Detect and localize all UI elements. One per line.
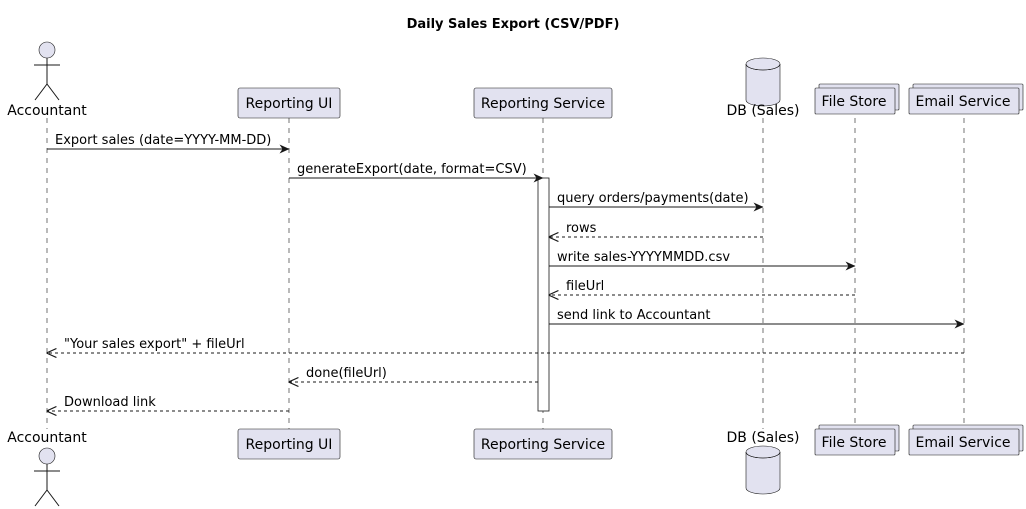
participant-db-sales-top: DB (Sales)	[726, 57, 800, 119]
message-label: rows	[566, 221, 597, 236]
message-label: "Your sales export" + fileUrl	[64, 337, 245, 352]
actor-icon	[34, 41, 60, 101]
participant-reporting-service-top: Reporting Service	[473, 87, 613, 119]
participant-db-sales-bottom: DB (Sales)	[726, 430, 800, 495]
participant-label: Reporting UI	[246, 96, 333, 112]
message-6: fileUrl	[549, 279, 855, 295]
participant-label: DB (Sales)	[726, 103, 799, 119]
participant-box	[237, 428, 341, 460]
participant-label: Email Service	[915, 435, 1010, 451]
activation-bars	[537, 177, 550, 412]
messages: Export sales (date=YYYY-MM-DD) generateEx…	[47, 133, 965, 411]
database-icon	[745, 445, 781, 495]
participant-box	[237, 87, 341, 119]
participant-box	[908, 428, 1020, 456]
message-8: "Your sales export" + fileUrl	[47, 337, 964, 353]
participant-accountant-top: Accountant	[7, 41, 87, 119]
participant-label: Reporting Service	[481, 437, 605, 453]
participant-box	[908, 87, 1020, 115]
participant-label: Reporting Service	[481, 96, 605, 112]
participant-reporting-ui-bottom: Reporting UI	[237, 428, 341, 460]
message-4: rows	[549, 221, 763, 237]
participant-label: Accountant	[7, 430, 87, 446]
participant-label: Email Service	[915, 94, 1010, 110]
diagram-title: Daily Sales Export (CSV/PDF)	[407, 17, 620, 32]
message-10: Download link	[47, 395, 289, 411]
message-label: generateExport(date, format=CSV)	[297, 162, 527, 177]
message-2: generateExport(date, format=CSV)	[289, 162, 544, 183]
participant-file-store-bottom: File Store	[814, 424, 900, 456]
participant-label: DB (Sales)	[726, 430, 799, 446]
participant-box	[473, 87, 613, 119]
participant-box	[814, 87, 896, 115]
message-label: query orders/payments(date)	[557, 191, 749, 206]
participant-box	[814, 428, 896, 456]
message-label: write sales-YYYYMMDD.csv	[557, 250, 730, 265]
participant-file-store-top: File Store	[814, 83, 900, 115]
message-3: query orders/payments(date)	[549, 191, 764, 212]
message-7: send link to Accountant	[549, 308, 965, 329]
actor-icon	[34, 447, 60, 507]
participant-label: File Store	[822, 435, 887, 451]
lifelines	[46, 118, 965, 429]
participant-box	[473, 428, 613, 460]
message-label: fileUrl	[566, 279, 604, 294]
message-9: done(fileUrl)	[289, 366, 538, 382]
participant-reporting-ui-top: Reporting UI	[237, 87, 341, 119]
message-label: done(fileUrl)	[306, 366, 387, 381]
database-icon	[745, 57, 781, 107]
participant-email-service-top: Email Service	[908, 83, 1024, 115]
message-1: Export sales (date=YYYY-MM-DD)	[47, 133, 290, 154]
message-label: Download link	[64, 395, 156, 410]
message-label: send link to Accountant	[557, 308, 711, 323]
activation-bar-reporting-service	[537, 177, 550, 412]
participant-label: Reporting UI	[246, 437, 333, 453]
message-5: write sales-YYYYMMDD.csv	[549, 250, 856, 271]
participant-label: Accountant	[7, 103, 87, 119]
participant-label: File Store	[822, 94, 887, 110]
participant-email-service-bottom: Email Service	[908, 424, 1024, 456]
participant-accountant-bottom: Accountant	[7, 430, 87, 507]
participant-reporting-service-bottom: Reporting Service	[473, 428, 613, 460]
message-label: Export sales (date=YYYY-MM-DD)	[55, 133, 271, 148]
